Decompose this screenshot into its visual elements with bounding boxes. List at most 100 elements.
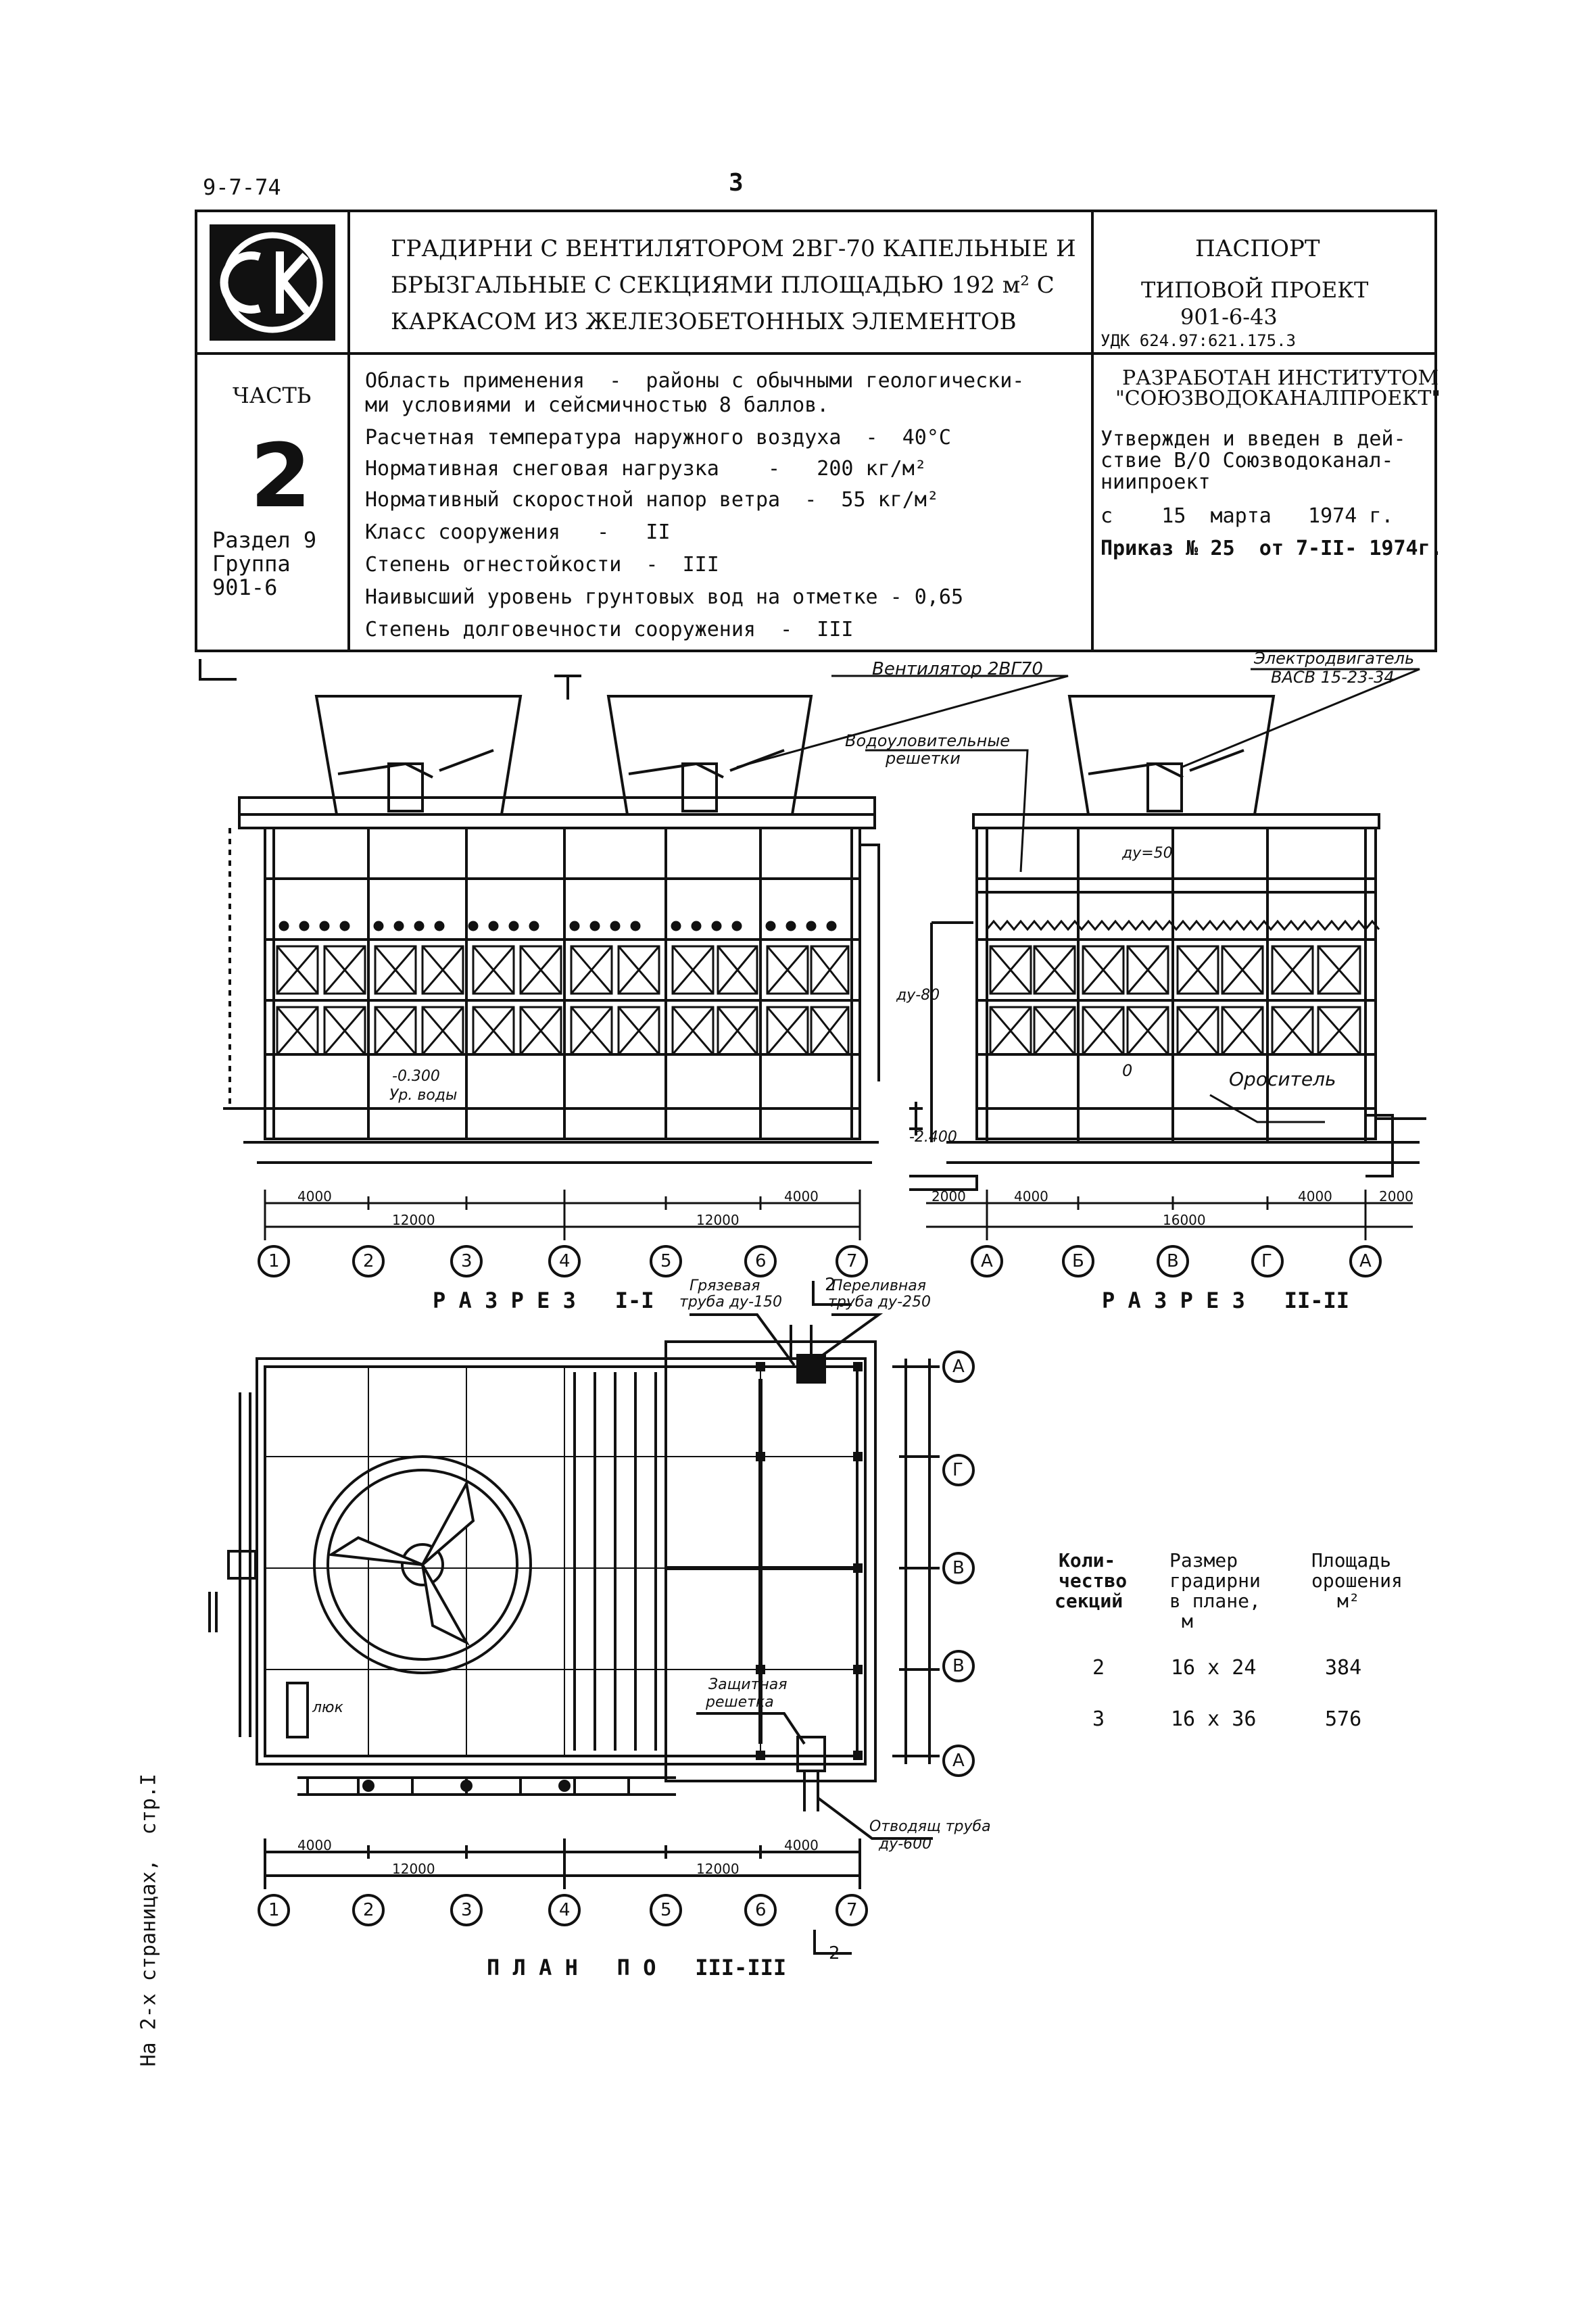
group-label: Группа xyxy=(212,551,291,577)
table-cell: 2 xyxy=(1092,1656,1105,1680)
label-water-level: -0.300 xyxy=(392,1068,440,1085)
dim-16000: 16000 xyxy=(1163,1212,1206,1228)
spec-line: Область применения - районы с обычными г… xyxy=(365,369,1025,393)
approval-date: с 15 марта 1974 г. xyxy=(1101,504,1394,528)
spec-line: Класс сооружения - II xyxy=(365,520,671,544)
group-number: 901-6 xyxy=(212,575,278,600)
axis-label: 3 xyxy=(461,1900,473,1920)
label-zero: 0 xyxy=(1122,1061,1133,1080)
order-line: Приказ № 25 от 7-II- 1974г. xyxy=(1101,537,1443,560)
label-sprinkler: Ороситель xyxy=(1229,1068,1336,1090)
spec-line: Степень долговечности сооружения - III xyxy=(365,618,854,641)
dim-12000: 12000 xyxy=(392,1861,435,1877)
label-ventilator: Вентилятор 2ВГ70 xyxy=(872,659,1043,679)
axis-label: 4 xyxy=(559,1900,571,1920)
spec-line: Степень огнестойкости - III xyxy=(365,553,719,577)
spec-line: ми условиями и сейсмичностью 8 баллов. xyxy=(365,393,829,417)
section-label: Раздел 9 xyxy=(212,527,317,553)
axis-label: В xyxy=(952,1558,965,1578)
cut-label-2: 2 xyxy=(829,1943,840,1964)
label-overflow-pipe: труба ду-250 xyxy=(828,1294,932,1311)
dim-4000: 4000 xyxy=(1298,1188,1332,1204)
table-header: секций xyxy=(1055,1590,1123,1612)
udk-code: УДК 624.97:621.175.3 xyxy=(1101,331,1296,350)
axis-label: Г xyxy=(952,1460,963,1480)
axis-label: 1 xyxy=(268,1251,280,1271)
label-bottom-level: -2.400 xyxy=(909,1129,957,1146)
title-line-2: БРЫЗГАЛЬНЫЕ С СЕКЦИЯМИ ПЛОЩАДЬЮ 192 м² С xyxy=(391,272,1055,299)
label-water-level: Ур. воды xyxy=(389,1087,458,1104)
table-header: м² xyxy=(1337,1590,1360,1612)
axis-label: А xyxy=(952,1357,965,1377)
axis-label: Г xyxy=(1261,1251,1272,1271)
axis-label: 2 xyxy=(363,1900,374,1920)
side-note: На 2-х страницах, стр.I xyxy=(137,1774,161,2067)
axis-label: А xyxy=(952,1751,965,1771)
label-outlet-pipe: Отводящ труба xyxy=(869,1818,991,1835)
table-header: орошения xyxy=(1311,1569,1403,1592)
dim-12000: 12000 xyxy=(696,1861,740,1877)
axis-label: 7 xyxy=(846,1900,858,1920)
label-guard-grid: Защитная xyxy=(708,1676,788,1693)
table-cell: 16 х 36 xyxy=(1171,1707,1257,1731)
spec-line: Расчетная температура наружного воздуха … xyxy=(365,426,951,449)
cut-label-2: 2 xyxy=(825,1275,836,1295)
title-block: ГРАДИРНИ С ВЕНТИЛЯТОРОМ 2ВГ-70 КАПЕЛЬНЫЕ… xyxy=(195,210,1443,652)
title-line-3: КАРКАСОМ ИЗ ЖЕЛЕЗОБЕТОННЫХ ЭЛЕМЕНТОВ xyxy=(391,308,1017,335)
axis-label: 3 xyxy=(461,1251,473,1271)
axis-label: 4 xyxy=(559,1251,571,1271)
institute-logo xyxy=(210,224,335,341)
title-line-1: ГРАДИРНИ С ВЕНТИЛЯТОРОМ 2ВГ-70 КАПЕЛЬНЫЕ… xyxy=(391,235,1076,262)
approved-line: ниипроект xyxy=(1101,470,1211,494)
axis-label: В xyxy=(1167,1251,1179,1271)
axis-label: 2 xyxy=(363,1251,374,1271)
label-motor: Электродвигатель xyxy=(1254,649,1415,668)
section-table: Коли- чество секций Размер градирни в пл… xyxy=(1055,1549,1406,1738)
developer-line-2: "СОЮЗВОДОКАНАЛПРОЕКТ" xyxy=(1115,387,1441,410)
dim-4000: 4000 xyxy=(297,1188,332,1204)
dim-2000: 2000 xyxy=(932,1188,966,1204)
table-cell: 384 xyxy=(1325,1656,1362,1680)
axis-label: 1 xyxy=(268,1900,280,1920)
approved-line: ствие В/О Союзводоканал- xyxy=(1101,449,1394,472)
table-header: градирни xyxy=(1169,1569,1261,1592)
label-outlet-pipe: ду-600 xyxy=(879,1836,932,1853)
section-II-title: Р А З Р Е З II-II xyxy=(1102,1288,1350,1313)
label-pipe-du50: ду=50 xyxy=(1122,845,1173,862)
dim-4000: 4000 xyxy=(297,1837,332,1853)
axis-label: 7 xyxy=(846,1251,858,1271)
axis-label: В xyxy=(952,1656,965,1676)
dim-4000: 4000 xyxy=(784,1188,819,1204)
label-pipe-du80: ду-80 xyxy=(896,987,940,1004)
developer-line-1: РАЗРАБОТАН ИНСТИТУТОМ xyxy=(1122,366,1439,390)
table-header: в плане, xyxy=(1169,1590,1261,1612)
table-cell: 576 xyxy=(1325,1707,1362,1731)
label-motor-model: ВАСВ 15-23-34 xyxy=(1271,668,1395,687)
label-overflow-pipe: Переливная xyxy=(831,1277,927,1294)
spec-line: Нормативный скоростной напор ветра - 55 … xyxy=(365,488,939,512)
page-number: 3 xyxy=(729,169,744,197)
axis-label: 5 xyxy=(660,1900,672,1920)
section-I-title: Р А З Р Е З I-I xyxy=(433,1288,654,1313)
passport-label: ПАСПОРТ xyxy=(1195,235,1320,262)
sheet-code: 9-7-74 xyxy=(203,174,281,200)
table-header: чество xyxy=(1059,1569,1128,1592)
dim-2000: 2000 xyxy=(1379,1188,1413,1204)
approved-line: Утвержден и введен в дей- xyxy=(1101,427,1406,451)
table-header: Площадь xyxy=(1311,1549,1392,1571)
table-cell: 16 х 24 xyxy=(1171,1656,1257,1680)
axis-label: 6 xyxy=(755,1251,767,1271)
project-number: 901-6-43 xyxy=(1180,304,1278,330)
table-cell: 3 xyxy=(1092,1707,1105,1731)
spec-line: Наивысший уровень грунтовых вод на отмет… xyxy=(365,585,964,609)
part-number: 2 xyxy=(250,424,312,527)
table-header: Размер xyxy=(1169,1549,1238,1571)
dim-4000: 4000 xyxy=(784,1837,819,1853)
table-header: Коли- xyxy=(1059,1549,1116,1571)
label-dirt-pipe: Грязевая xyxy=(690,1277,760,1294)
table-header: м xyxy=(1182,1610,1193,1632)
axis-label: А xyxy=(981,1251,993,1271)
axis-label: А xyxy=(1359,1251,1372,1271)
label-water-catch: Водоуловительные xyxy=(845,731,1011,750)
